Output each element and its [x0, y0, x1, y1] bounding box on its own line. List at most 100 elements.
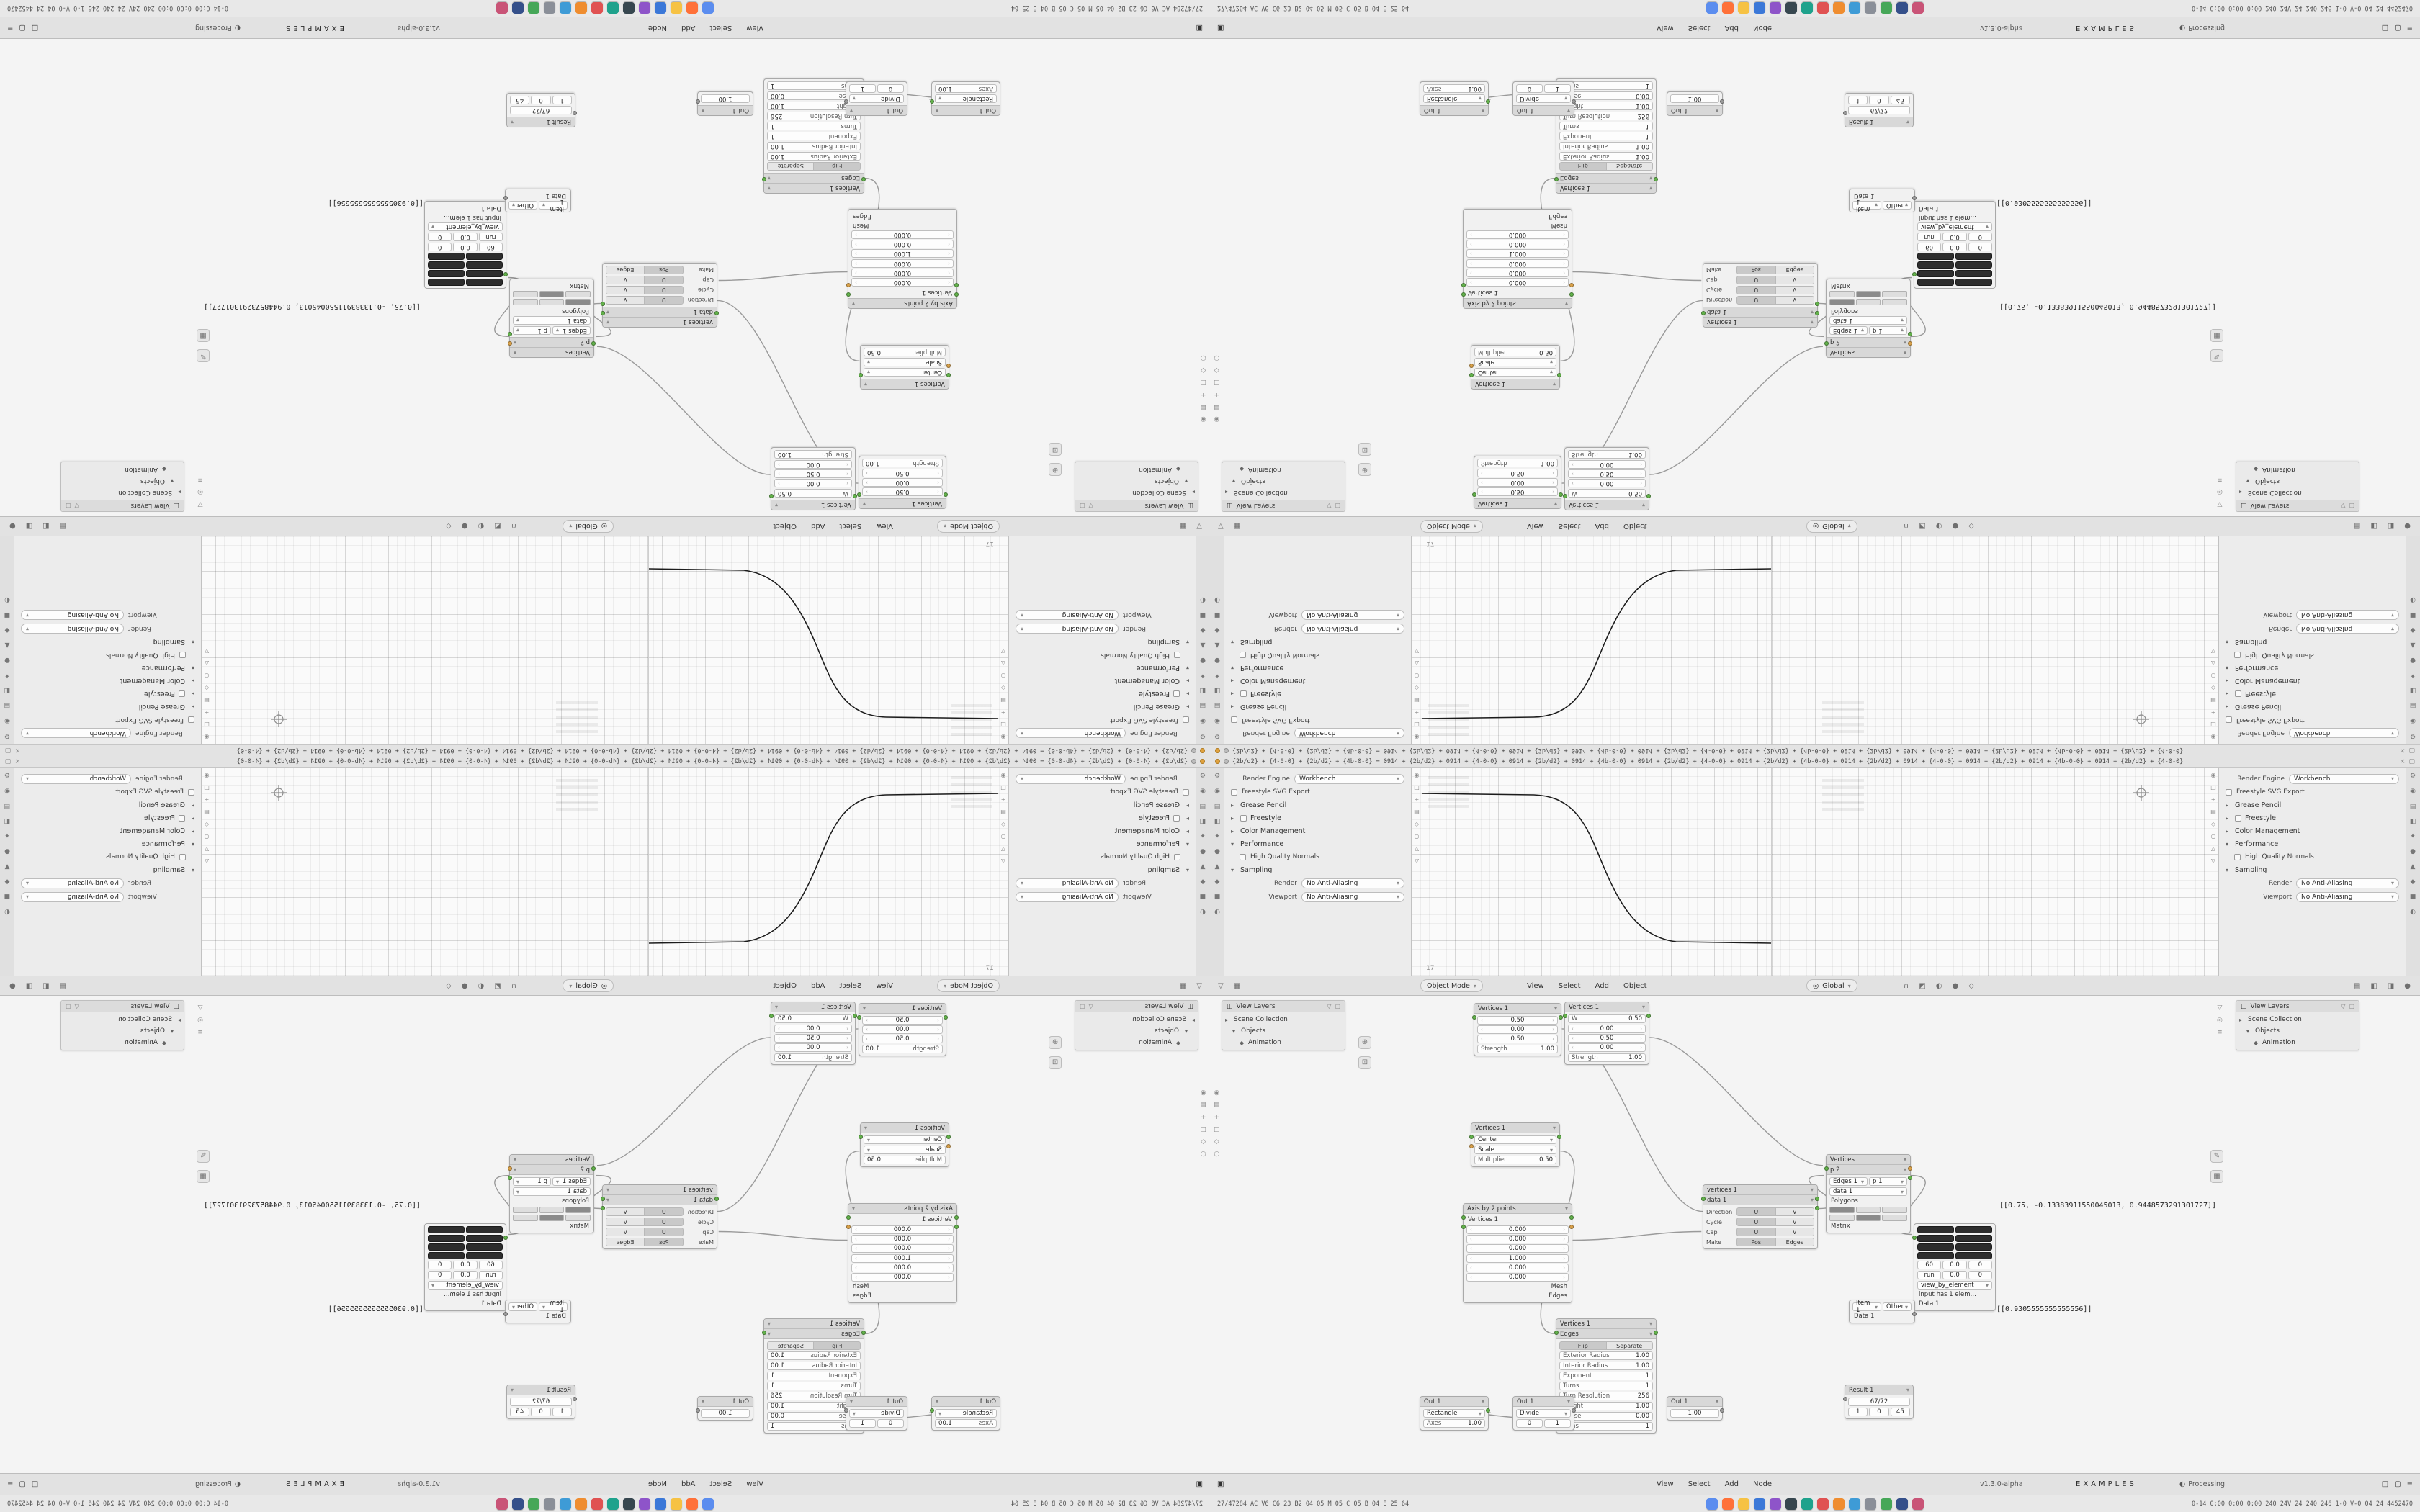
node-out-value[interactable]: Out 1▾1.00 — [1667, 91, 1724, 116]
snap-icon-0[interactable]: ∩ — [1904, 522, 1909, 531]
prop-checkbox-high-quality-normals[interactable]: High Quality Normals — [1231, 650, 1404, 660]
toggle-cell[interactable] — [513, 1215, 538, 1221]
increment-icon[interactable]: › — [1552, 1036, 1554, 1042]
snap-icon-1[interactable]: ◩ — [1919, 522, 1926, 531]
node-header[interactable]: Vertices 1▾ — [859, 498, 946, 508]
increment-icon[interactable]: › — [1563, 232, 1565, 238]
properties-tab-icon-8[interactable]: ■ — [1199, 611, 1206, 618]
properties-tab-icon-5[interactable]: ● — [1200, 848, 1206, 855]
vector-component[interactable]: ‹0.000› — [1466, 240, 1569, 248]
checkbox[interactable] — [179, 690, 185, 698]
triple-value[interactable]: 1 — [849, 1419, 876, 1428]
decrement-icon[interactable]: ‹ — [1481, 470, 1483, 476]
viewport-tool-icon-7[interactable]: ▽ — [1000, 648, 1006, 654]
filter-icon[interactable]: ▽ — [2341, 503, 2346, 509]
outliner-item-scene-collection[interactable]: ▸Scene Collection — [2239, 1014, 2356, 1025]
socket-input[interactable] — [944, 492, 948, 497]
close-icon[interactable]: × — [2399, 757, 2406, 765]
socket-output[interactable] — [1654, 1331, 1658, 1335]
decrement-icon[interactable]: ‹ — [948, 1236, 950, 1242]
prop-dropdown-render-engine[interactable]: Workbench▾ — [1016, 728, 1126, 739]
dropdown-divide[interactable]: Divide▾ — [1516, 1409, 1571, 1418]
snap-icon-4[interactable]: ◇ — [446, 981, 452, 990]
value-field-1-00[interactable]: 1.00 — [1670, 94, 1719, 103]
properties-tab-icon-8[interactable]: ■ — [1214, 894, 1221, 901]
toggle-u[interactable]: U — [644, 1218, 684, 1226]
dropdown-scale[interactable]: Scale▾ — [1474, 358, 1556, 366]
outliner-header[interactable]: ◫ View Layers ▽ ▢ — [1075, 500, 1198, 511]
properties-tab-icon-6[interactable]: ▲ — [1214, 642, 1220, 649]
toggle-u[interactable]: U — [644, 296, 684, 305]
increment-icon[interactable]: › — [1640, 1035, 1642, 1041]
viewport-tool-icon-2[interactable]: + — [1000, 796, 1006, 803]
socket-output[interactable] — [1720, 99, 1724, 104]
segment-flip[interactable]: Flip — [1559, 1341, 1607, 1350]
socket-input[interactable] — [946, 1135, 951, 1139]
outliner-item-objects[interactable]: ▾Objects — [1225, 1026, 1342, 1036]
viewport-tool-icon-3[interactable]: ▤ — [204, 809, 210, 815]
socket-output[interactable] — [1559, 1015, 1563, 1020]
properties-tab-icon-4[interactable]: ✦ — [4, 833, 10, 840]
outliner-filter-icon-0[interactable]: ▽ — [197, 500, 203, 508]
swatch[interactable] — [466, 1243, 503, 1251]
outliner-filter-icon-1[interactable]: ◎ — [197, 488, 203, 495]
swatch[interactable] — [1917, 270, 1954, 277]
prop-section-grease-pencil[interactable]: ▸Grease Pencil — [1231, 800, 1404, 810]
prop-section-freestyle[interactable]: ▸Freestyle — [21, 689, 194, 699]
checkbox[interactable] — [1240, 690, 1247, 698]
triple-value[interactable]: 0 — [1968, 1271, 1992, 1279]
taskbar-app-icon-12[interactable] — [512, 2, 524, 14]
vector-component[interactable]: ‹0.000› — [851, 278, 954, 287]
node-header[interactable]: Out 1▾ — [932, 1397, 1000, 1407]
dropdown-scale[interactable]: Scale▾ — [1474, 1146, 1556, 1154]
decrement-icon[interactable]: ‹ — [1572, 480, 1574, 486]
socket-input[interactable] — [954, 283, 959, 287]
triple-value[interactable]: 45 — [510, 1408, 530, 1416]
node-header[interactable]: Vertices 1▾ — [764, 183, 864, 193]
toggle-pos[interactable]: Pos — [1736, 266, 1776, 274]
triple-value[interactable]: run — [1917, 1271, 1942, 1279]
prop-dropdown-render[interactable]: No Anti-Aliasing▾ — [1301, 878, 1404, 888]
dropdown-divide[interactable]: Divide▾ — [849, 94, 904, 103]
node-side-icon-2[interactable]: + — [1200, 1114, 1206, 1121]
prop-dropdown-render-engine[interactable]: Workbench▾ — [1016, 773, 1126, 784]
taskbar-app-icon-6[interactable] — [607, 1498, 619, 1510]
node-header[interactable]: Out 1▾ — [1513, 1397, 1574, 1407]
socket-output[interactable] — [508, 341, 512, 346]
node-header[interactable]: Vertices 1▾ — [859, 1004, 946, 1014]
node-header[interactable]: Vertices 1▾ — [1556, 1319, 1656, 1329]
socket-input[interactable] — [1469, 373, 1474, 377]
socket-output[interactable] — [859, 373, 863, 377]
decrement-icon[interactable]: ‹ — [846, 1026, 848, 1032]
orientation-dropdown[interactable]: ◎ Global ▾ — [1806, 979, 1857, 992]
socket-input[interactable] — [1461, 1215, 1466, 1220]
viewport-shading-icon-1[interactable]: ◧ — [2370, 981, 2378, 990]
prop-section-sampling[interactable]: ▾Sampling — [1231, 865, 1404, 875]
viewport-tool-icon-2[interactable]: + — [1414, 796, 1420, 803]
taskbar-app-icon-10[interactable] — [544, 2, 555, 14]
menu-view[interactable]: View — [1527, 522, 1544, 531]
decrement-icon[interactable]: ‹ — [1481, 1036, 1483, 1042]
viewport-tool-icon-6[interactable]: △ — [2210, 845, 2216, 852]
decrement-icon[interactable]: ‹ — [937, 1036, 939, 1042]
vector-component[interactable]: ‹1.000› — [1466, 249, 1569, 258]
editor-type-icon[interactable]: ▣ — [1196, 1480, 1203, 1488]
checkbox[interactable] — [179, 652, 186, 659]
swatch[interactable] — [428, 1252, 465, 1259]
increment-icon[interactable]: › — [778, 471, 780, 477]
snap-icon-4[interactable]: ◇ — [446, 522, 452, 531]
node-header[interactable]: Out 1▾ — [1420, 1397, 1488, 1407]
toggle-cell[interactable] — [1882, 299, 1907, 305]
gizmo-move-icon[interactable]: ⊕ — [1049, 1036, 1062, 1049]
outliner-item-scene-collection[interactable]: ▸Scene Collection — [64, 1014, 181, 1025]
viewport-tool-icon-1[interactable]: □ — [1414, 784, 1420, 791]
vector-component[interactable]: ‹0.00› — [774, 460, 852, 469]
vector-component[interactable]: ‹1.000› — [851, 1254, 954, 1263]
viewport-shading-icon-3[interactable]: ● — [2404, 522, 2411, 531]
viewport-with-curve[interactable]: ◉□+▤◇○△▽ 17 — [648, 536, 1008, 744]
